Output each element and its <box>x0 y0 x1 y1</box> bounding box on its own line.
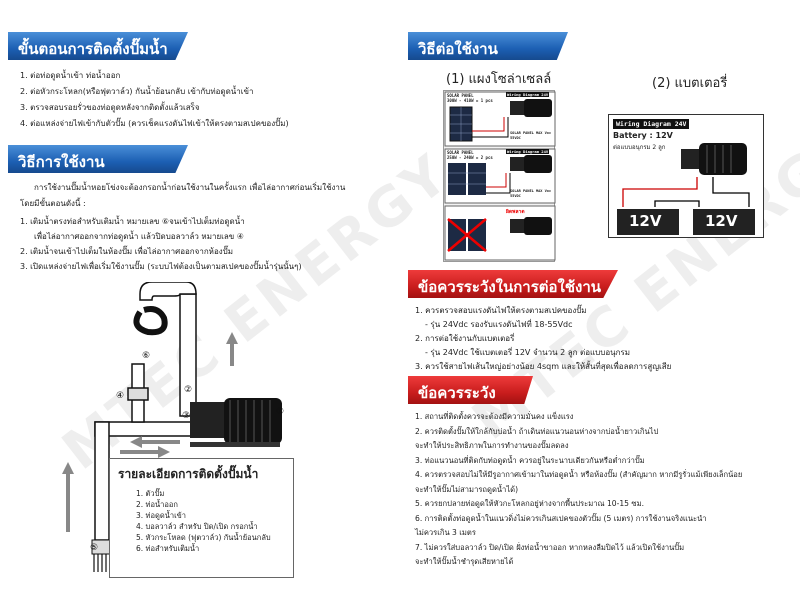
solar-max-2: SOLAR PANEL MAX Voc 55VDC <box>510 189 552 198</box>
solar-spec-1: SOLAR PANEL 300W - 410W = 1 pcs <box>447 93 493 103</box>
list-item: 1. สถานที่ติดตั้งควรจะต้องมีความมั่นคง แ… <box>415 412 574 421</box>
solar-diagram-3 <box>444 205 556 261</box>
usage-steps: 1. เติมน้ำตรงท่อสำหรับเติมน้ำ หมายเลข ⑥จ… <box>20 214 302 274</box>
list-item: 6. ท่อสำหรับเติมน้ำ <box>136 544 200 553</box>
solar-spec-2: SOLAR PANEL 250W - 240W = 2 pcs <box>447 150 493 160</box>
battery-tag: Wiring Diagram 24V <box>613 119 690 129</box>
list-item: - รุ่น 24Vdc ใช้แบตเตอรี่ 12V จำนวน 2 ลู… <box>425 348 631 357</box>
caution-banner: ข้อควรระวังในการต่อใช้งาน <box>408 270 618 298</box>
battery-heading: (2) แบตเตอรี่ <box>652 76 728 91</box>
list-item: 2. ควรติดตั้งปั๊มให้ใกล้กับบ่อน้ำ ถ้าเดิ… <box>415 426 659 436</box>
wiring-banner: วิธีต่อใช้งาน <box>408 32 568 60</box>
negative-wire <box>712 177 750 207</box>
wiring-title: วิธีต่อใช้งาน <box>418 40 498 58</box>
list-item: 4. ควรตรวจสอบไม่ให้มีรูอากาศเข้ามาในท่อด… <box>415 470 743 479</box>
battery-label-1: 12V <box>629 212 662 230</box>
battery-svg <box>617 143 755 235</box>
battery-label-2: 12V <box>705 212 738 230</box>
battery-1 <box>617 209 679 235</box>
callout-3: ③ <box>182 411 190 421</box>
list-item: 4. บอลวาล์ว สำหรับ ปิด/เปิด กรอกน้ำ <box>136 522 258 531</box>
usage-intro: การใช้งานปั๊มน้ำหอยโข่งจะต้องกรอกน้ำก่อน… <box>20 180 345 212</box>
installation-legend: รายละเอียดการติดตั้งปั๊มน้ำ 1. ตัวปั๊ม 2… <box>109 458 294 578</box>
pump-installation-diagram: ① ② ③ ④ ⑤ ⑥ <box>62 282 284 572</box>
callout-5: ⑤ <box>90 543 98 553</box>
list-item: 2. ท่อน้ำออก <box>136 500 178 509</box>
vertical-suction-pipe <box>94 421 110 541</box>
battery-series: ต่อแบบอนุกรม 2 ลูก <box>613 144 666 151</box>
solar-diagram-1 <box>444 91 556 147</box>
list-item: 1. เติมน้ำตรงท่อสำหรับเติมน้ำ หมายเลข ⑥จ… <box>20 217 245 226</box>
solar-max-1: SOLAR PANEL MAX Voc 55VDC <box>510 131 552 140</box>
usage-banner: วิธีการใช้งาน <box>8 145 188 173</box>
battery-wiring-panel: Wiring Diagram 24V Battery : 12V ต่อแบบอ… <box>608 114 764 238</box>
precaution-list: 1. สถานที่ติดตั้งควรจะต้องมีความมั่นคง แ… <box>415 410 742 570</box>
series-link-wire <box>654 200 700 207</box>
precaution-banner: ข้อควรระวัง <box>408 376 533 404</box>
outlet-hose <box>133 306 168 336</box>
list-item: - รุ่น 24Vdc รองรับแรงดันไฟที่ 18-55Vdc <box>425 320 573 329</box>
list-item: 1. ต่อท่อดูดน้ำเข้า ท่อน้ำออก <box>20 71 121 80</box>
callout-1: ① <box>276 407 284 417</box>
caution-title: ข้อควรระวังในการต่อใช้งาน <box>418 278 602 296</box>
solar-tag-1: Wiring Diagram 24V <box>506 92 550 97</box>
list-item: 5. ควรยกปลายท่อดูดให้หัวกะโหลกอยู่ห่างจา… <box>415 499 644 508</box>
install-banner: ขั้นตอนการติดตั้งปั๊มน้ำ <box>8 32 188 60</box>
list-item: 2. เติมน้ำจนเข้าไปเต็มในห้องปั๊ม เพื่อไล… <box>20 247 234 256</box>
solar-tag-3: ผิดพลาด <box>506 209 525 215</box>
battery-2 <box>693 209 755 235</box>
list-item: 7. ไม่ควรใส่บอลวาล์ว ปิด/เปิด ฝั่งท่อน้ำ… <box>415 542 685 552</box>
outlet-pipe <box>179 293 197 417</box>
list-item: 3. เปิดแหล่งจ่ายไฟเพื่อเริ่มใช้งานปั๊ม (… <box>20 262 302 271</box>
outlet-bend <box>139 282 197 301</box>
list-item: 3. ควรใช้สายไฟเส้นใหญ่อย่างน้อย 4sqm และ… <box>415 362 672 371</box>
usage-title: วิธีการใช้งาน <box>18 153 105 171</box>
list-item: 4. ต่อแหล่งจ่ายไฟเข้ากับตัวปั๊ม (ควรเช็ค… <box>20 119 289 128</box>
flow-arrows <box>62 332 238 532</box>
caution-list: 1. ควรตรวจสอบแรงดันไฟให้ตรงตามสเปคของปั๊… <box>415 304 671 374</box>
foot-valve <box>91 539 113 572</box>
solar-heading: (1) แผงโซล่าเซลล์ <box>446 72 552 87</box>
list-item: ไม่ควรเกิน 3 เมตร <box>415 528 476 537</box>
list-item: 2. ต่อหัวกระโหลก(หรือฟุตวาล์ว) กันน้ำย้อ… <box>20 87 254 96</box>
positive-wire <box>622 177 698 207</box>
list-item: 6. การติดตั้งท่อดูดน้ำในแนวดิ่งไม่ควรเกิ… <box>415 513 707 523</box>
install-title: ขั้นตอนการติดตั้งปั๊มน้ำ <box>18 40 168 58</box>
list-item: จะทำให้ปั๊มไม่สามารถดูดน้ำได้) <box>415 484 519 494</box>
callout-4: ④ <box>116 391 124 401</box>
solar-wiring-panel: SOLAR PANEL 300W - 410W = 1 pcs Wiring D… <box>443 90 556 262</box>
list-item: 2. การต่อใช้งานกับแบตเตอรี่ <box>415 334 515 343</box>
battery-pump-head <box>681 149 701 169</box>
legend-title: รายละเอียดการติดตั้งปั๊มน้ำ <box>118 467 259 481</box>
battery-spec: Battery : 12V <box>613 131 673 140</box>
precaution-title: ข้อควรระวัง <box>418 384 496 402</box>
list-item: 1. ควรตรวจสอบแรงดันไฟให้ตรงตามสเปคของปั๊… <box>415 306 587 315</box>
solar-tag-2: Wiring Diagram 24V <box>506 149 550 154</box>
list-item: 3. ท่อดูดน้ำเข้า <box>136 511 186 520</box>
ball-valve <box>127 387 149 401</box>
list-item: เพื่อไล่อากาศออกจากท่อดูดน้ำ แล้วปิดบอลว… <box>34 232 244 241</box>
list-item: จะทำให้ปั๊มน้ำชำรุดเสียหายได้ <box>415 557 514 566</box>
install-steps: 1. ต่อท่อดูดน้ำเข้า ท่อน้ำออก 2. ต่อหัวก… <box>20 68 289 132</box>
list-item: 1. ตัวปั๊ม <box>136 489 165 498</box>
list-item: 5. หัวกระโหลด (ฟุตวาล์ว) กันน้ำย้อนกลับ <box>136 533 271 542</box>
list-item: การใช้งานปั๊มน้ำหอยโข่งจะต้องกรอกน้ำก่อน… <box>34 183 346 192</box>
list-item: 3. ท่อแนวนอนที่ติดกับท่อดูดน้ำ ควรอยู่ใน… <box>415 455 645 465</box>
list-item: จะทำให้ประสิทธิภาพในการทำงานของปั๊มลดลง <box>415 441 569 450</box>
solar-diagram-2 <box>444 148 556 204</box>
callout-6: ⑥ <box>142 351 150 361</box>
list-item: 3. ตรวจสอบรอยรั่วของท่อดูดหลังจากติดตั้ง… <box>20 103 200 112</box>
pump-body <box>190 398 282 447</box>
callout-2: ② <box>184 385 192 395</box>
list-item: โดยมีขั้นตอนดังนี้ : <box>20 199 86 208</box>
solar-diagrams-svg <box>444 91 556 261</box>
